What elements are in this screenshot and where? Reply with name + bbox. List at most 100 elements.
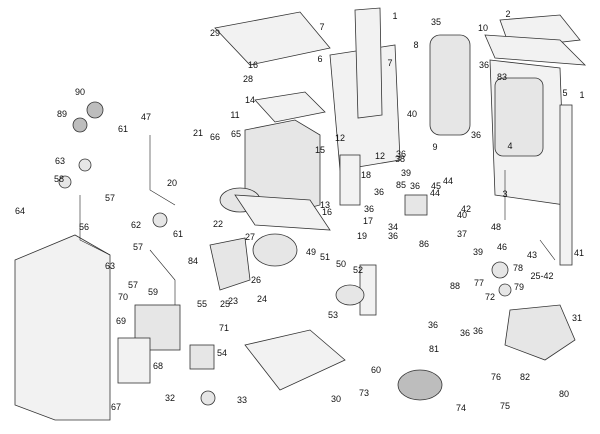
- cold-water-pipe: [79, 195, 111, 256]
- callout-40-2: 40: [457, 210, 467, 220]
- callout-59: 59: [148, 287, 158, 297]
- callout-6: 6: [317, 54, 322, 64]
- fitting-79: [498, 283, 512, 297]
- callout-50: 50: [336, 259, 346, 269]
- parts-drawing: [14, 7, 587, 421]
- callout-44-2: 44: [430, 188, 440, 198]
- callout-36-5: 36: [388, 231, 398, 241]
- callout-11: 11: [230, 110, 239, 120]
- flue-pipe: [339, 154, 361, 206]
- callout-15: 15: [315, 145, 325, 155]
- callout-41: 41: [574, 248, 584, 258]
- callout-4: 4: [507, 141, 512, 151]
- fitting-63: [78, 158, 92, 172]
- callout-12-2: 12: [375, 151, 385, 161]
- callout-58: 58: [54, 174, 64, 184]
- callout-7-2: 7: [387, 58, 392, 68]
- callout-54: 54: [217, 348, 227, 358]
- callout-36-8: 36: [428, 320, 438, 330]
- fitting-32: [200, 390, 216, 406]
- callout-36-7: 36: [471, 130, 481, 140]
- side-rail-left: [354, 7, 383, 119]
- gas-valve: [189, 344, 215, 370]
- callout-63-1: 63: [55, 156, 65, 166]
- pipe-59: [149, 249, 176, 305]
- callout-89: 89: [57, 109, 67, 119]
- callout-16-1: 16: [248, 60, 258, 70]
- callout-88: 88: [450, 281, 460, 291]
- callout-81: 81: [429, 344, 439, 354]
- callout-36-4: 36: [364, 204, 374, 214]
- callout-20: 20: [167, 178, 177, 188]
- callout-26: 26: [251, 275, 261, 285]
- callout-61-2: 61: [173, 229, 183, 239]
- callout-36-3: 36: [374, 187, 384, 197]
- top-plate: [214, 11, 331, 66]
- callout-55: 55: [197, 299, 207, 309]
- callout-67: 67: [111, 402, 121, 412]
- callout-60: 60: [371, 365, 381, 375]
- callout-18: 18: [361, 170, 371, 180]
- fitting-89: [72, 117, 88, 133]
- callout-85: 85: [396, 180, 406, 190]
- callout-7-1: 7: [319, 22, 324, 32]
- callout-42: 42: [461, 204, 471, 214]
- callout-39-1: 39: [401, 168, 411, 178]
- callout-43: 43: [527, 250, 537, 260]
- callout-49: 49: [306, 247, 316, 257]
- callout-30: 30: [331, 394, 341, 404]
- callout-19: 19: [357, 231, 367, 241]
- callout-68: 68: [153, 361, 163, 371]
- callout-1-2: 1: [579, 90, 584, 100]
- callout-57-3: 57: [128, 280, 138, 290]
- callout-31: 31: [572, 313, 582, 323]
- expansion-vessel: [429, 34, 471, 136]
- callout-23: 23: [228, 296, 238, 306]
- pipe-47: [149, 135, 176, 206]
- callout-52: 52: [353, 265, 363, 275]
- callout-73: 73: [359, 388, 369, 398]
- diverter-valve: [404, 194, 428, 216]
- callout-35: 35: [431, 17, 441, 27]
- callout-1-1: 1: [392, 11, 397, 21]
- callout-25-42: 25-42: [530, 271, 553, 281]
- callout-14: 14: [245, 95, 255, 105]
- callout-36-10: 36: [460, 328, 470, 338]
- callout-16-2: 16: [322, 207, 332, 217]
- cross-bracket: [484, 34, 587, 66]
- pump: [397, 369, 443, 401]
- fitting-58: [58, 175, 72, 189]
- callout-64: 64: [15, 206, 25, 216]
- callout-48: 48: [491, 222, 501, 232]
- callout-22: 22: [213, 219, 223, 229]
- side-rail-right: [559, 104, 573, 266]
- callout-82: 82: [520, 372, 530, 382]
- sensor-62: [152, 212, 168, 228]
- panel-front: [117, 337, 151, 384]
- callout-27: 27: [245, 232, 255, 242]
- callout-72: 72: [485, 292, 495, 302]
- callout-13: 13: [320, 200, 330, 210]
- callout-3: 3: [502, 189, 507, 199]
- callout-57-2: 57: [133, 242, 143, 252]
- callout-79: 79: [514, 282, 524, 292]
- callout-45: 45: [431, 181, 441, 191]
- callout-71: 71: [219, 323, 229, 333]
- callout-76: 76: [491, 372, 501, 382]
- callout-36-1: 36: [479, 60, 489, 70]
- callout-83: 83: [497, 72, 507, 82]
- callout-36-2: 36: [396, 149, 406, 159]
- callout-34: 34: [388, 222, 398, 232]
- callout-28: 28: [243, 74, 253, 84]
- callout-61-1: 61: [118, 124, 128, 134]
- callout-53: 53: [328, 310, 338, 320]
- callout-17: 17: [363, 216, 373, 226]
- callout-70: 70: [118, 292, 128, 302]
- callout-65: 65: [231, 129, 241, 139]
- callout-8: 8: [413, 40, 418, 50]
- callout-21: 21: [193, 128, 203, 138]
- callout-36-6: 36: [410, 181, 420, 191]
- pipe-43: [539, 239, 556, 261]
